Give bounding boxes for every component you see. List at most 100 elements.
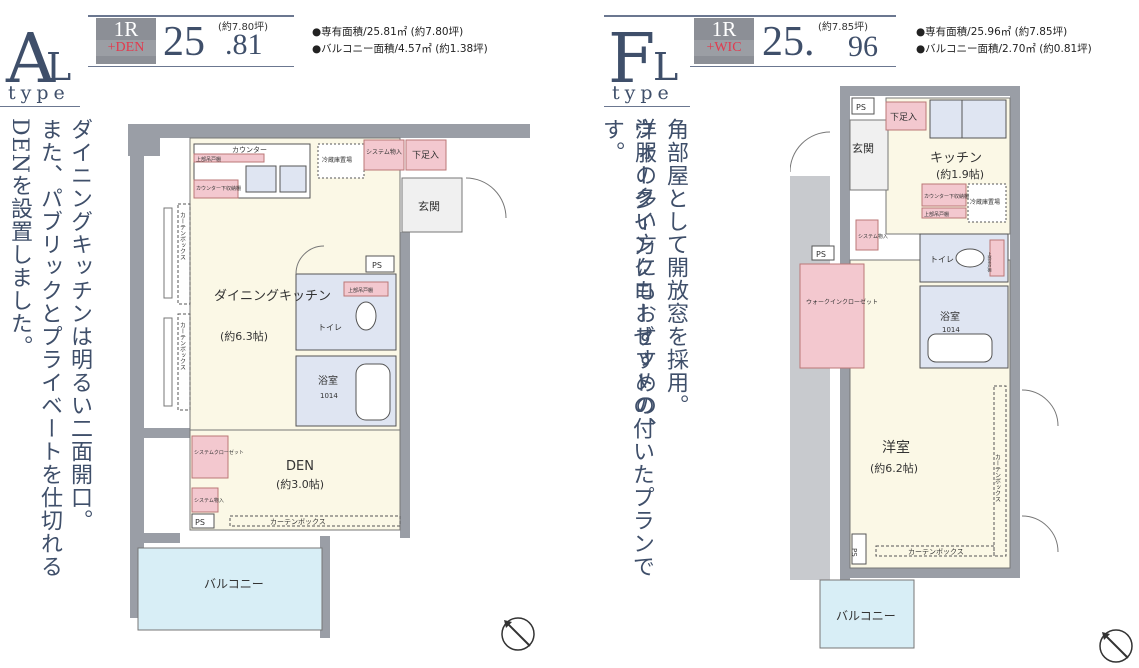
shoe-storage bbox=[405, 139, 447, 171]
label-entrance: 玄関 bbox=[418, 199, 440, 213]
bathtub-right bbox=[927, 333, 993, 363]
label-ps-1: PS bbox=[372, 261, 382, 270]
plan-badge-right: 1R +WIC bbox=[694, 18, 754, 64]
divider-left-top bbox=[88, 15, 294, 17]
desc-col-2-right: 洋服の多い方にもおすすめの、 bbox=[631, 118, 656, 440]
label-system-mono: システム物入 bbox=[194, 497, 224, 504]
bathtub bbox=[355, 363, 391, 421]
label-curtain-box-v2: カーテンボックス bbox=[179, 322, 186, 370]
fridge-space bbox=[317, 143, 365, 179]
label-toilet: トイレ bbox=[318, 323, 342, 332]
label-bath: 浴室 bbox=[318, 374, 338, 387]
badge-top-left: 1R bbox=[113, 17, 139, 41]
counter-storage bbox=[193, 179, 239, 199]
desc-col-1-right: 角部屋として開放窓を採用。 bbox=[663, 118, 688, 417]
floor-entrance bbox=[401, 177, 463, 233]
spec-line-2-left: ●バルコニー面積/4.57㎡ (約1.38坪) bbox=[312, 43, 488, 55]
type-letter-left: A bbox=[6, 20, 56, 99]
door-swing-window-1 bbox=[1021, 389, 1059, 427]
label-toilet-upper-right: 上部吊戸棚 bbox=[988, 251, 993, 273]
shoe-storage-right bbox=[885, 101, 927, 131]
label-system-closet: システムクローゼット bbox=[194, 449, 244, 456]
system-storage bbox=[363, 139, 405, 171]
type-word-left: type bbox=[8, 82, 70, 104]
label-ps-right-3: PS bbox=[850, 548, 858, 557]
system-closet bbox=[191, 435, 229, 479]
label-den-size: (約3.0帖) bbox=[276, 477, 324, 491]
wall-right-bottom bbox=[850, 568, 1020, 578]
divider-right-bottom bbox=[690, 66, 896, 67]
label-fridge-right: 冷蔵庫置場 bbox=[970, 198, 1000, 206]
wall-right-west-block bbox=[790, 176, 830, 580]
label-entrance-right: 玄関 bbox=[852, 141, 874, 155]
badge-top-right: 1R bbox=[711, 17, 737, 41]
desc-col-3-right: ウォークインクローゼットの付いたプランです。 bbox=[599, 118, 654, 578]
door-swing-entrance bbox=[465, 177, 507, 219]
wall-left-notch bbox=[128, 124, 160, 156]
label-wic: ウォークインクローゼット bbox=[806, 298, 878, 306]
label-fridge: 冷蔵庫置場 bbox=[322, 156, 352, 164]
label-upper-cabinet: 上部吊戸棚 bbox=[196, 156, 221, 163]
sink bbox=[279, 165, 307, 193]
counter-storage-right bbox=[921, 183, 967, 207]
label-toilet-right: トイレ bbox=[930, 255, 954, 264]
label-dining-kitchen: ダイニングキッチン bbox=[214, 289, 331, 304]
label-balcony-right: バルコニー bbox=[836, 609, 896, 623]
desc-col-1-left: ダイニングキッチンは明るい二面開口。 bbox=[67, 118, 92, 532]
wall-left-right bbox=[400, 232, 410, 538]
stove bbox=[245, 165, 277, 193]
window-left-2 bbox=[163, 317, 173, 407]
toilet-upper-right bbox=[989, 239, 1005, 277]
door-swing-toilet bbox=[295, 245, 325, 275]
spec-line-2-right: ●バルコニー面積/2.70㎡ (約0.81坪) bbox=[916, 43, 1092, 55]
label-shoe-storage-right: 下足入 bbox=[890, 112, 917, 123]
ps-right-3 bbox=[851, 533, 867, 565]
label-curtain-box-h: カーテンボックス bbox=[270, 518, 326, 526]
toilet-bowl bbox=[355, 301, 377, 331]
toilet-upper-cabinet bbox=[343, 281, 389, 297]
label-upper-cabinet-right: 上部吊戸棚 bbox=[924, 211, 949, 218]
toilet-bowl-right bbox=[955, 248, 985, 268]
area-dec-right: 96 bbox=[848, 30, 878, 63]
curtain-box-v2 bbox=[177, 313, 191, 411]
ps-right-1 bbox=[851, 97, 875, 115]
compass-icon-right bbox=[1099, 629, 1133, 663]
upper-cabinet-kitchen bbox=[193, 153, 265, 163]
label-den: DEN bbox=[286, 459, 314, 474]
fridge-space-right bbox=[967, 183, 1007, 223]
label-western-room: 洋室 bbox=[882, 439, 910, 456]
label-system-storage: システム物入 bbox=[366, 148, 402, 156]
type-word-right: type bbox=[612, 82, 674, 104]
label-ps-right-1: PS bbox=[856, 103, 866, 112]
label-kitchen: キッチン bbox=[930, 151, 982, 166]
spec-line-1-right: ●専有面積/25.96㎡ (約7.85坪) bbox=[916, 26, 1068, 38]
curtain-box-h-right bbox=[875, 545, 995, 557]
label-system-mono-right: システム物入 bbox=[858, 233, 888, 240]
door-swing-entrance-right bbox=[790, 131, 831, 173]
divider-left-type bbox=[0, 106, 80, 107]
curtain-box-v1 bbox=[177, 203, 191, 305]
floor-plan-right: PS 下足入 玄関 キッチン (約1.9帖) カウンター下収納棚 上部吊戸棚 冷… bbox=[790, 86, 1133, 663]
wall-left-top-right bbox=[470, 124, 530, 138]
window-left-1 bbox=[163, 207, 173, 299]
label-toilet-upper: 上部吊戸棚 bbox=[348, 287, 373, 294]
door-swing-window-2 bbox=[1021, 515, 1059, 553]
label-counter-storage: カウンター下収納棚 bbox=[196, 185, 241, 192]
ps-right-2 bbox=[811, 245, 835, 261]
label-shoe-storage: 下足入 bbox=[412, 150, 439, 161]
label-ps-2: PS bbox=[195, 518, 205, 527]
floor-plan-left: カウンター 上部吊戸棚 カウンター下収納棚 冷蔵庫置場 システム物入 下足入 玄… bbox=[128, 124, 535, 651]
label-curtain-box-v-right: カーテンボックス bbox=[994, 454, 1001, 502]
label-bath-size: 1014 bbox=[320, 392, 338, 400]
label-balcony: バルコニー bbox=[204, 577, 264, 591]
upper-cabinet-right bbox=[921, 207, 967, 219]
area-dec-left: .81 bbox=[225, 28, 263, 61]
divider-right-top bbox=[604, 15, 896, 17]
label-bath-right: 浴室 bbox=[940, 310, 960, 323]
wall-right-east bbox=[1010, 86, 1020, 570]
type-suffix-left: L bbox=[46, 45, 72, 89]
divider-left-bottom bbox=[88, 66, 294, 67]
area-tsubo-left: (約7.80坪) bbox=[218, 22, 269, 33]
spec-line-1-left: ●専有面積/25.81㎡ (約7.80坪) bbox=[312, 26, 464, 38]
area-int-left: 25 bbox=[163, 19, 205, 65]
